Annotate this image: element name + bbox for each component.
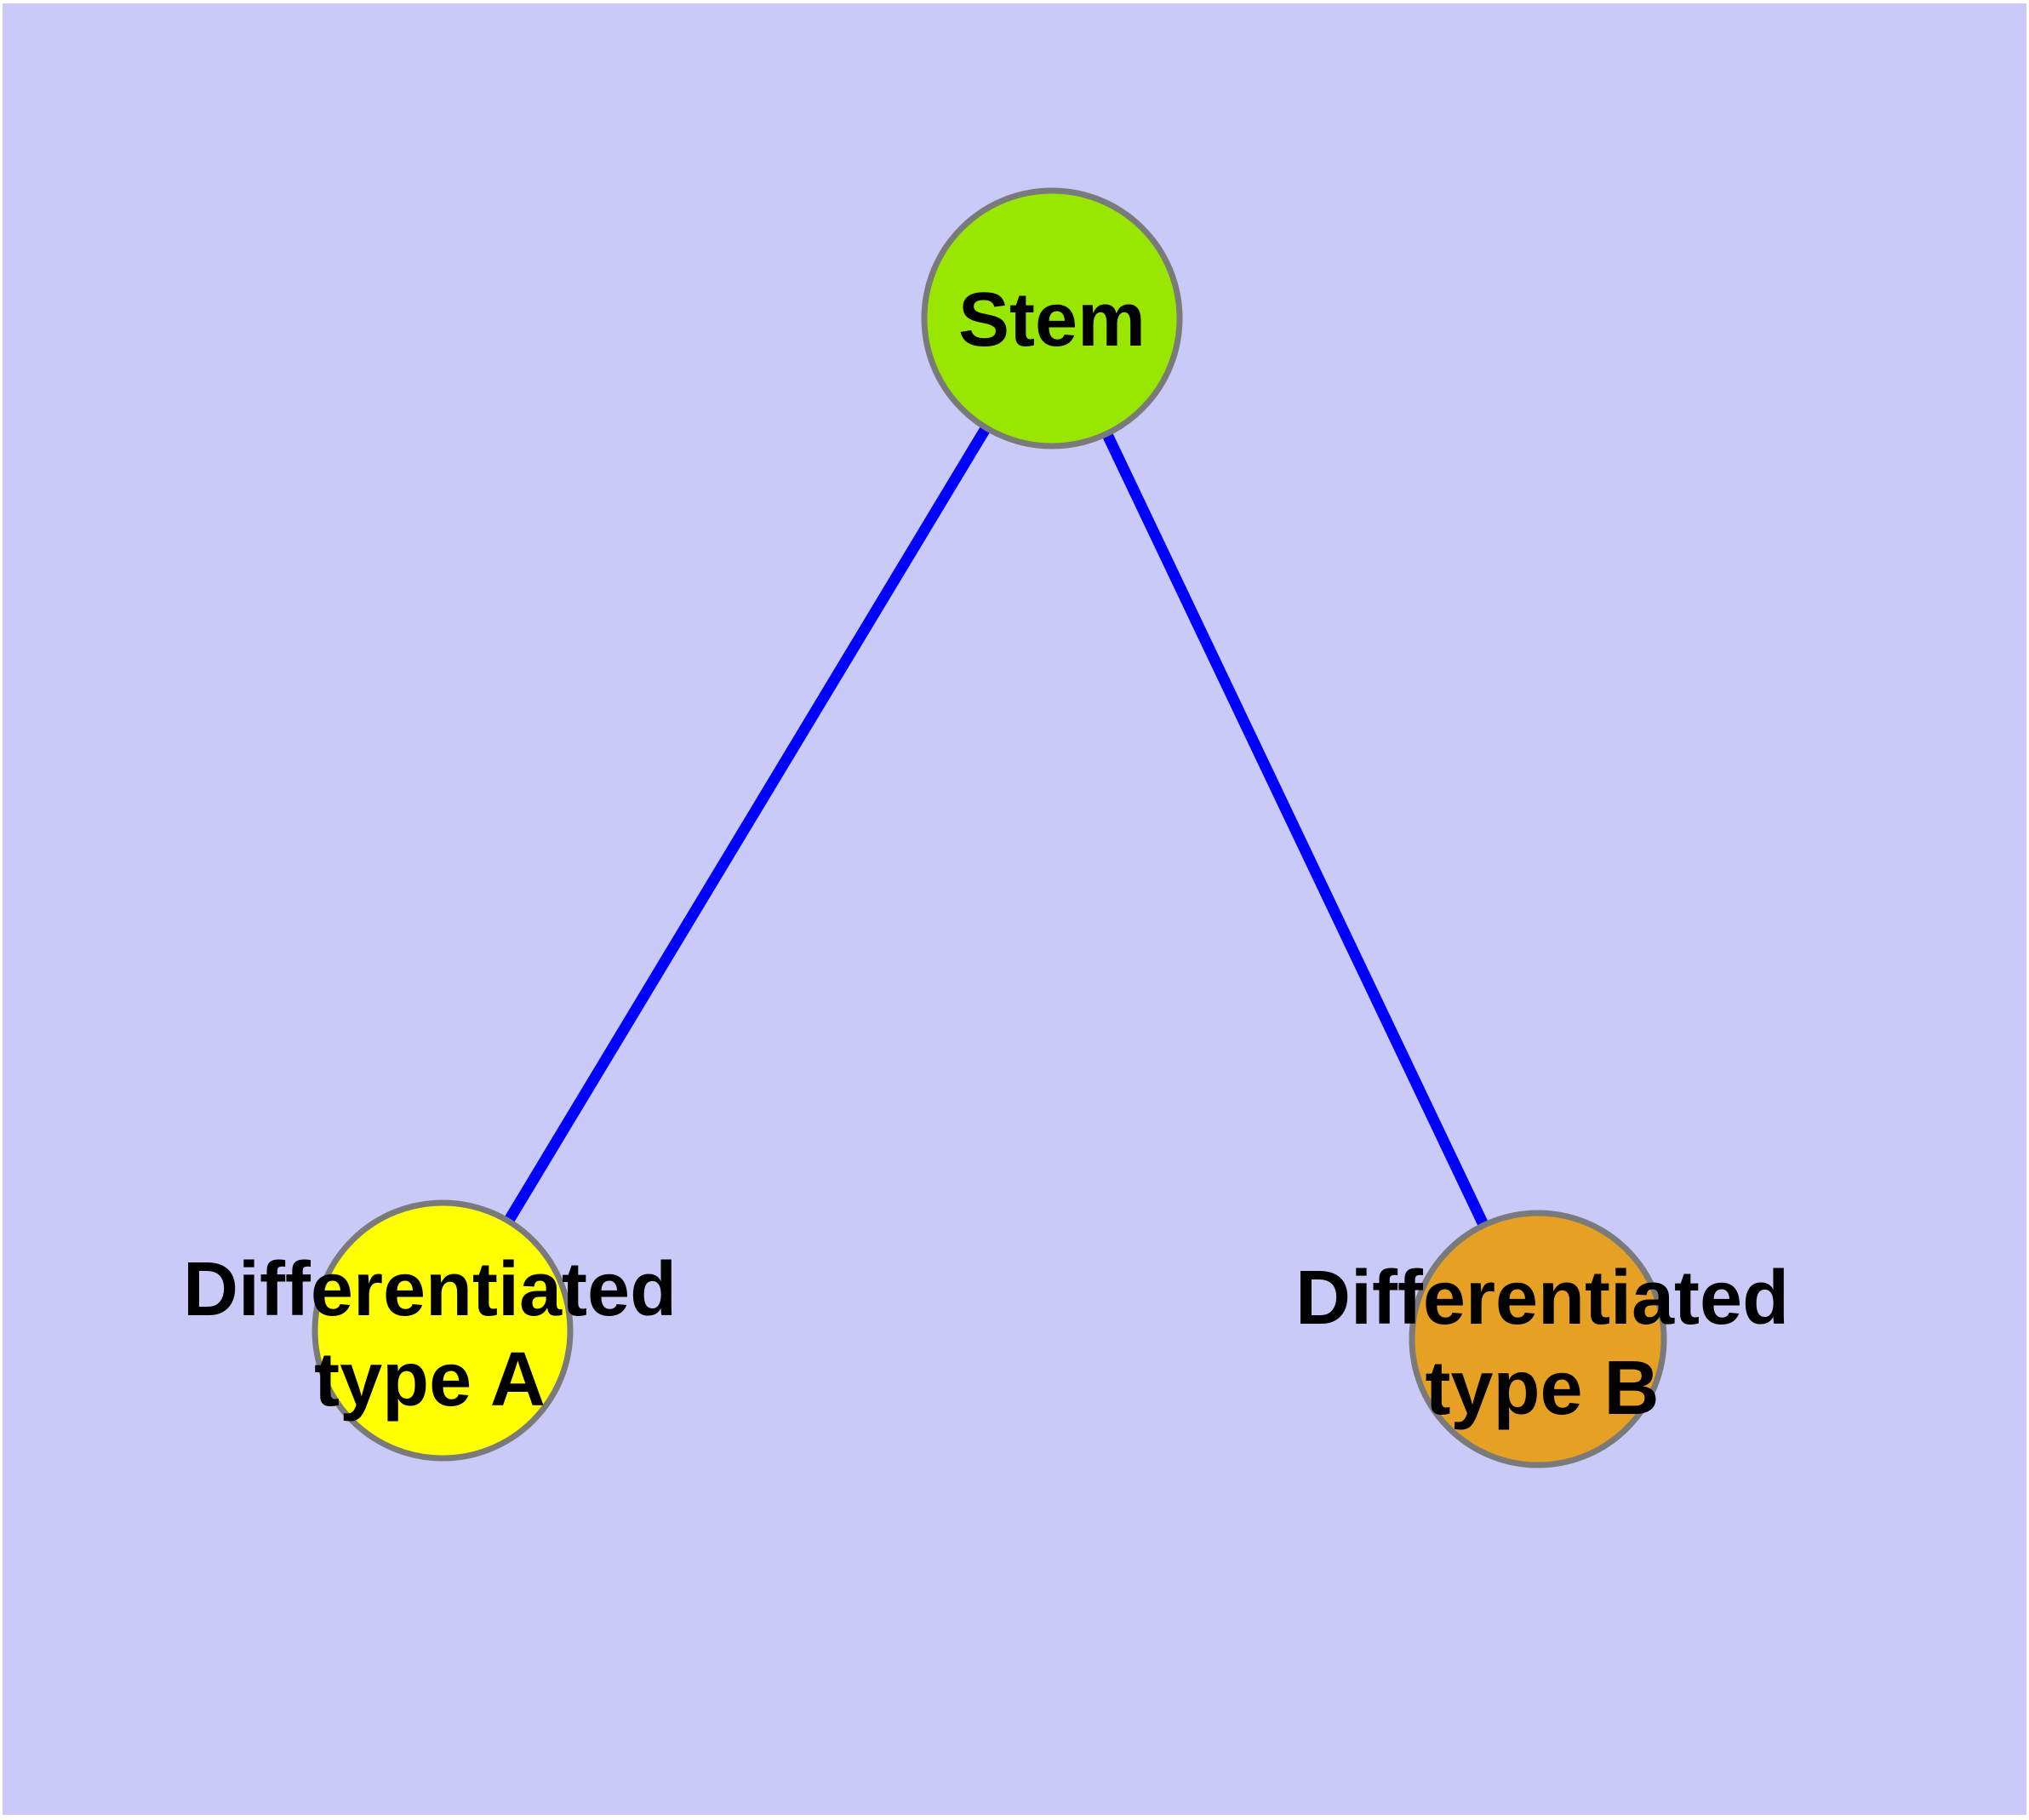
node-type-a-circle	[311, 1199, 574, 1462]
node-type-a-label: Differentiated type A	[182, 1246, 677, 1422]
edge-stem-to-type-b	[1047, 316, 1543, 1342]
node-type-b-circle	[1409, 1210, 1667, 1468]
node-type-b-label: Differentiated type B	[1295, 1255, 1790, 1431]
node-stem-label: Stem	[957, 277, 1146, 363]
node-stem-circle	[921, 187, 1183, 449]
edge-stem-to-type-a	[437, 315, 1057, 1334]
